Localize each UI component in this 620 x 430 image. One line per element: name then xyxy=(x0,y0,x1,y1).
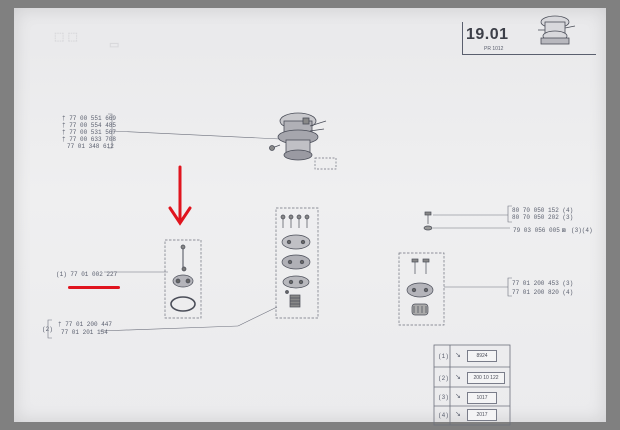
cross-box-icon: ⊠ xyxy=(562,227,566,234)
kit34-ref: 77 01 200 453 (3) xyxy=(512,280,574,287)
page-header-box xyxy=(462,22,596,55)
variant-code: 2017 xyxy=(467,409,497,421)
variant-tag: (3) xyxy=(438,394,449,401)
screw-ref: 80 70 050 152 (4) xyxy=(512,207,574,214)
variant-tag: (1) xyxy=(438,353,449,360)
page-number: 19.01 xyxy=(466,26,509,43)
header-pump-drawing xyxy=(538,15,576,45)
pump-ref: † 77 00 633 708 xyxy=(62,136,117,143)
leader-lines xyxy=(47,113,512,339)
dashed-callout-box xyxy=(314,157,337,170)
pump-ref: † 77 00 554 485 xyxy=(62,122,117,129)
kit1-ref: (1) 77 01 002 227 xyxy=(56,271,118,278)
ghost-mark: ▭ xyxy=(109,39,120,51)
kit34-dashed-box xyxy=(398,252,445,326)
kit34-ref: 77 01 200 820 (4) xyxy=(512,289,574,296)
red-underline-annotation xyxy=(68,286,120,289)
kit2-tag: (2) xyxy=(42,326,53,333)
kit1-dashed-box xyxy=(164,239,202,319)
variant-code: 200 10 122 xyxy=(467,372,505,384)
pump-ref: † 77 00 551 669 xyxy=(62,115,117,122)
variant-code: 8924 xyxy=(467,350,497,362)
kit2-parts xyxy=(280,214,311,308)
arrow-icon: ↘ xyxy=(455,352,461,359)
fuel-pump-drawing xyxy=(269,112,327,161)
pump-ref: † 77 00 531 567 xyxy=(62,129,117,136)
kit2-ref: † 77 01 200 447 xyxy=(58,321,113,328)
washer-ref: 79 03 056 005 xyxy=(513,227,560,234)
variant-tag: (4) xyxy=(438,412,449,419)
ghost-mark: ⬚ ⬚ xyxy=(54,31,78,43)
kit34-parts xyxy=(406,258,434,316)
page-code: PR 1012 xyxy=(484,46,504,52)
screw-washer-parts xyxy=(423,211,433,231)
arrow-icon: ↘ xyxy=(455,411,461,418)
kit2-dashed-box xyxy=(275,207,319,319)
arrow-icon: ↘ xyxy=(455,393,461,400)
kit1-parts xyxy=(170,244,196,312)
variant-tag: (2) xyxy=(438,375,449,382)
screw-ref: 80 70 050 202 (3) xyxy=(512,214,574,221)
variant-table-frame xyxy=(433,344,511,426)
kit2-ref: 77 01 201 154 xyxy=(61,329,108,336)
red-arrow-annotation xyxy=(168,165,192,226)
pump-ref: 77 01 348 612 xyxy=(67,143,114,150)
washer-tags: (3)(4) xyxy=(571,227,593,234)
arrow-icon: ↘ xyxy=(455,374,461,381)
variant-code: 1017 xyxy=(467,392,497,404)
